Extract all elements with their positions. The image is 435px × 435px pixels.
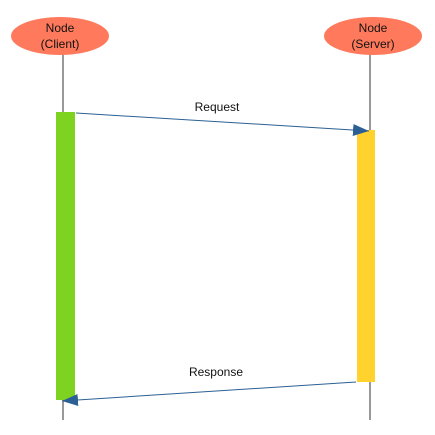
request-arrow bbox=[75, 112, 370, 137]
client-activation-bar bbox=[56, 112, 75, 400]
client-node-ellipse bbox=[11, 17, 109, 55]
client-node: Node (Client) bbox=[11, 17, 109, 55]
server-node-ellipse bbox=[324, 17, 422, 55]
request-label: Request bbox=[195, 100, 240, 114]
client-node-label-line2: (Client) bbox=[41, 37, 80, 51]
client-node-label-line1: Node bbox=[46, 21, 75, 35]
server-node-label-line2: (Server) bbox=[351, 37, 394, 51]
server-activation-bar bbox=[357, 130, 375, 382]
server-node: Node (Server) bbox=[324, 17, 422, 55]
response-label: Response bbox=[189, 365, 243, 379]
server-node-label-line1: Node bbox=[359, 21, 388, 35]
response-arrow bbox=[61, 381, 357, 406]
